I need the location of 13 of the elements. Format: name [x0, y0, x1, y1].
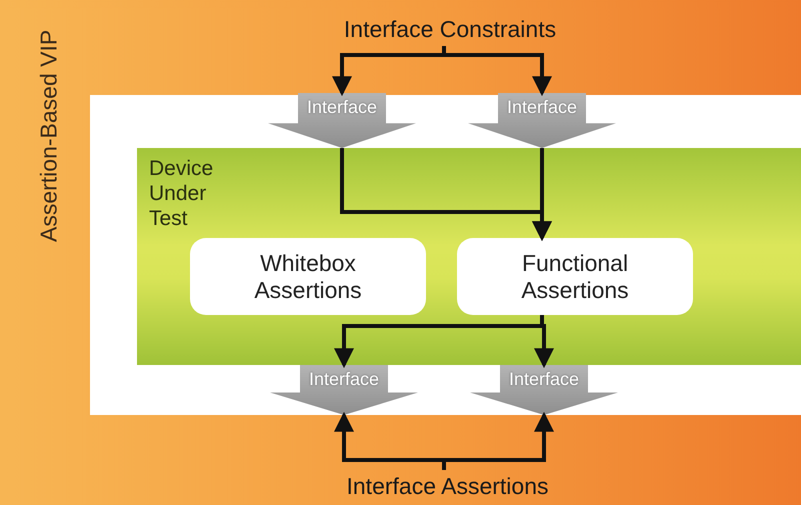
interface-arrow: Interface: [270, 365, 418, 415]
assertion-box: Functional Assertions: [457, 238, 693, 315]
text-label: Interface Constraints: [300, 12, 600, 46]
interface-arrow: Interface: [470, 365, 618, 415]
connector-arrow: [532, 148, 552, 242]
band-title: Device Under Test: [149, 156, 214, 231]
interface-arrow: Interface: [468, 93, 616, 148]
assertion-box: Whitebox Assertions: [190, 238, 426, 315]
connector-arrow: [534, 315, 554, 368]
interface-arrow: Interface: [268, 93, 416, 148]
text-label: Interface Assertions: [295, 470, 600, 502]
dut-band: [137, 148, 801, 365]
frame-title: Assertion-Based VIP: [34, 30, 62, 244]
